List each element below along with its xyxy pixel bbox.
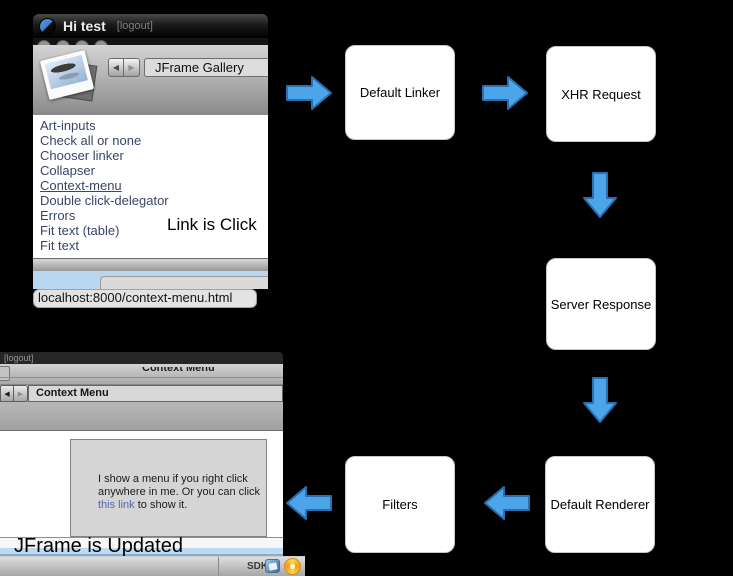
flow-arrow-left-icon bbox=[484, 484, 530, 527]
status-url-bubble: localhost:8000/context-menu.html bbox=[33, 289, 257, 308]
update-highlight-band bbox=[0, 548, 283, 556]
forward-button[interactable]: ▶ bbox=[124, 58, 140, 77]
gallery-link-context-menu[interactable]: Context-menu bbox=[40, 178, 122, 193]
logout-link[interactable]: [logout] bbox=[116, 20, 153, 32]
gallery-link[interactable]: Double click-delegator bbox=[40, 193, 169, 208]
flow-box-xhr-request: XHR Request bbox=[546, 46, 656, 142]
clipped-page-title: Context Menu bbox=[142, 367, 215, 374]
forward-button[interactable]: ▶ bbox=[14, 385, 28, 402]
flow-box-default-linker: Default Linker bbox=[345, 45, 455, 140]
step-caption-link-clicked: Link is Click bbox=[167, 215, 257, 234]
browser-window-gallery: Hi test [logout] ◀ ▶ JFrame Gallery Art- bbox=[33, 14, 268, 308]
context-menu-demo-box[interactable]: I show a menu if you right click anywher… bbox=[70, 439, 267, 537]
gallery-link[interactable]: Fit text (table) bbox=[40, 223, 120, 238]
flow-arrow-right-icon bbox=[482, 74, 528, 117]
bottom-window-titlebar: [logout] bbox=[0, 352, 283, 364]
back-button[interactable]: ◀ bbox=[0, 385, 14, 402]
photo-image bbox=[44, 54, 88, 90]
gallery-link[interactable]: Check all or none bbox=[40, 133, 142, 148]
demo-text: I show a menu if you right click anywher… bbox=[98, 473, 266, 512]
flow-arrow-left-icon bbox=[286, 484, 332, 527]
gallery-link-list: Art-inputs Check all or none Chooser lin… bbox=[33, 115, 268, 258]
demo-text-line3: to show it. bbox=[134, 499, 188, 511]
status-panel bbox=[100, 276, 268, 289]
flow-box-server-response: Server Response bbox=[546, 258, 656, 350]
back-button[interactable]: ◀ bbox=[108, 58, 124, 77]
logout-link[interactable]: [logout] bbox=[4, 353, 34, 363]
photos-small-icon[interactable] bbox=[265, 559, 280, 573]
bottom-toolbar-spacer bbox=[0, 402, 283, 431]
context-menu-page: I show a menu if you right click anywher… bbox=[0, 431, 283, 537]
photos-icon bbox=[39, 49, 99, 107]
nav-controls: ◀ ▶ JFrame Gallery bbox=[108, 58, 268, 77]
window-buttons-row bbox=[33, 38, 268, 45]
gallery-link[interactable]: Fit text bbox=[40, 238, 80, 253]
horizontal-scrollbar[interactable] bbox=[33, 258, 268, 271]
bottom-window-toolbar: Context Menu bbox=[0, 364, 283, 385]
flow-box-default-renderer: Default Renderer bbox=[545, 456, 655, 553]
flow-box-filters: Filters bbox=[345, 456, 455, 553]
browser-statusbar: SDK bbox=[0, 556, 305, 576]
gallery-toolbar: ◀ ▶ JFrame Gallery bbox=[33, 45, 268, 115]
status-highlight-strip bbox=[33, 271, 268, 289]
pinwheel-icon[interactable] bbox=[284, 558, 301, 575]
bottom-nav-controls: ◀ ▶ Context Menu bbox=[0, 385, 283, 402]
gallery-link[interactable]: Errors bbox=[40, 208, 76, 223]
window-title: Hi test bbox=[63, 18, 106, 34]
update-flash-band bbox=[0, 537, 283, 548]
flow-arrow-down-icon bbox=[581, 172, 619, 223]
location-field[interactable]: JFrame Gallery bbox=[144, 58, 268, 77]
flow-arrow-right-icon bbox=[286, 74, 332, 117]
demo-text-line2: anywhere in me. Or you can click bbox=[98, 486, 261, 498]
demo-text-line1: I show a menu if you right click bbox=[98, 473, 248, 485]
app-logo-icon bbox=[39, 17, 56, 35]
statusbar-divider bbox=[218, 557, 219, 576]
this-link[interactable]: this link bbox=[98, 499, 135, 511]
window-titlebar[interactable]: Hi test [logout] bbox=[33, 14, 268, 38]
gallery-link[interactable]: Collapser bbox=[40, 163, 95, 178]
sdk-label: SDK bbox=[247, 561, 269, 572]
location-field[interactable]: Context Menu bbox=[28, 385, 283, 402]
flow-arrow-down-icon bbox=[581, 377, 619, 428]
clipped-photos-icon bbox=[0, 366, 10, 381]
gallery-link[interactable]: Art-inputs bbox=[40, 118, 96, 133]
gallery-link[interactable]: Chooser linker bbox=[40, 148, 124, 163]
step-caption-jframe-updated: JFrame is Updated bbox=[14, 535, 183, 557]
